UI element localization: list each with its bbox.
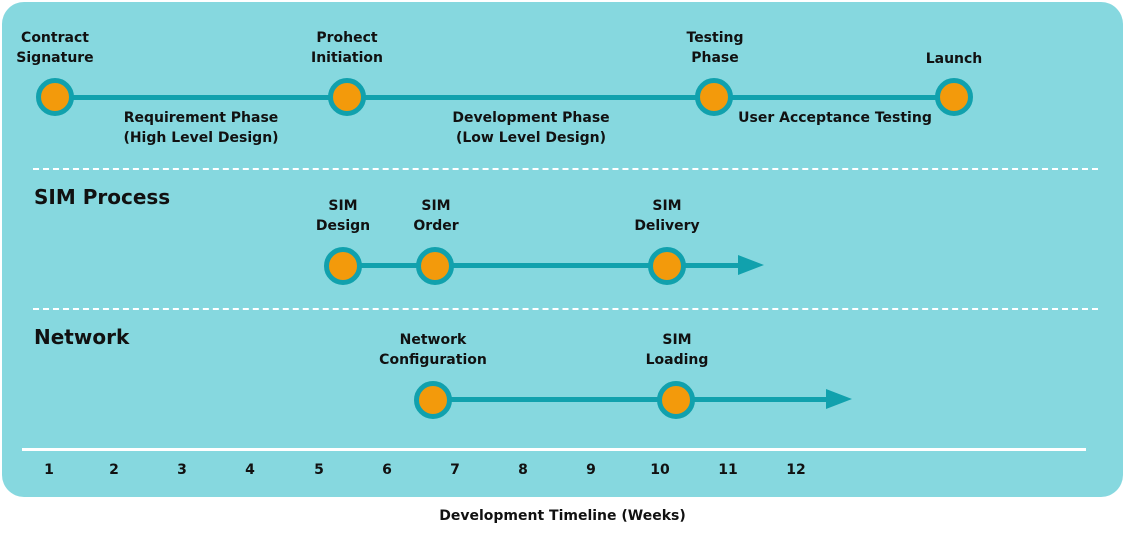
milestone-sim-order <box>416 247 454 285</box>
milestone-label-sim-design: SIM Design <box>315 198 371 234</box>
network-line <box>433 397 833 402</box>
milestone-label-network-configuration: Network Configuration <box>379 332 487 368</box>
milestone-project-initiation <box>328 78 366 116</box>
milestone-label-sim-loading: SIM Loading <box>645 332 709 368</box>
timeline-axis-title: Development Timeline (Weeks) <box>439 508 686 524</box>
axis-tick-12: 12 <box>786 462 806 478</box>
phase-label-requirement: Requirement Phase (High Level Design) <box>123 110 279 146</box>
axis-tick-9: 9 <box>586 462 596 478</box>
phase-label-uat: User Acceptance Testing <box>738 110 932 126</box>
milestone-network-configuration <box>414 381 452 419</box>
milestone-sim-design <box>324 247 362 285</box>
milestone-label-launch: Launch <box>925 51 983 67</box>
milestone-testing-phase <box>695 78 733 116</box>
milestone-label-project-initiation: Prohect Initiation <box>311 30 383 66</box>
axis-tick-3: 3 <box>177 462 187 478</box>
sim-process-arrowhead <box>738 255 764 275</box>
network-arrowhead <box>826 389 852 409</box>
axis-tick-10: 10 <box>650 462 670 478</box>
milestone-label-sim-order: SIM Order <box>413 198 459 234</box>
timeline-panel <box>2 2 1123 497</box>
milestone-label-sim-delivery: SIM Delivery <box>634 198 700 234</box>
project-timeline-line <box>55 95 955 100</box>
milestone-label-testing-phase: Testing Phase <box>686 30 744 66</box>
axis-tick-2: 2 <box>109 462 119 478</box>
section-title-network: Network <box>34 325 130 349</box>
axis-tick-11: 11 <box>718 462 738 478</box>
section-title-sim-process: SIM Process <box>34 185 171 209</box>
axis-tick-4: 4 <box>245 462 255 478</box>
row-divider-2 <box>33 308 1098 310</box>
milestone-contract-signature <box>36 78 74 116</box>
milestone-label-contract-signature: Contract Signature <box>16 30 94 66</box>
row-divider-1 <box>33 168 1098 170</box>
axis-tick-1: 1 <box>44 462 54 478</box>
phase-label-development: Development Phase (Low Level Design) <box>452 110 610 146</box>
axis-tick-7: 7 <box>450 462 460 478</box>
milestone-sim-delivery <box>648 247 686 285</box>
milestone-sim-loading <box>657 381 695 419</box>
sim-process-line <box>343 263 743 268</box>
axis-tick-6: 6 <box>382 462 392 478</box>
timeline-axis-line <box>22 448 1086 451</box>
axis-tick-5: 5 <box>314 462 324 478</box>
milestone-launch <box>935 78 973 116</box>
axis-tick-8: 8 <box>518 462 528 478</box>
